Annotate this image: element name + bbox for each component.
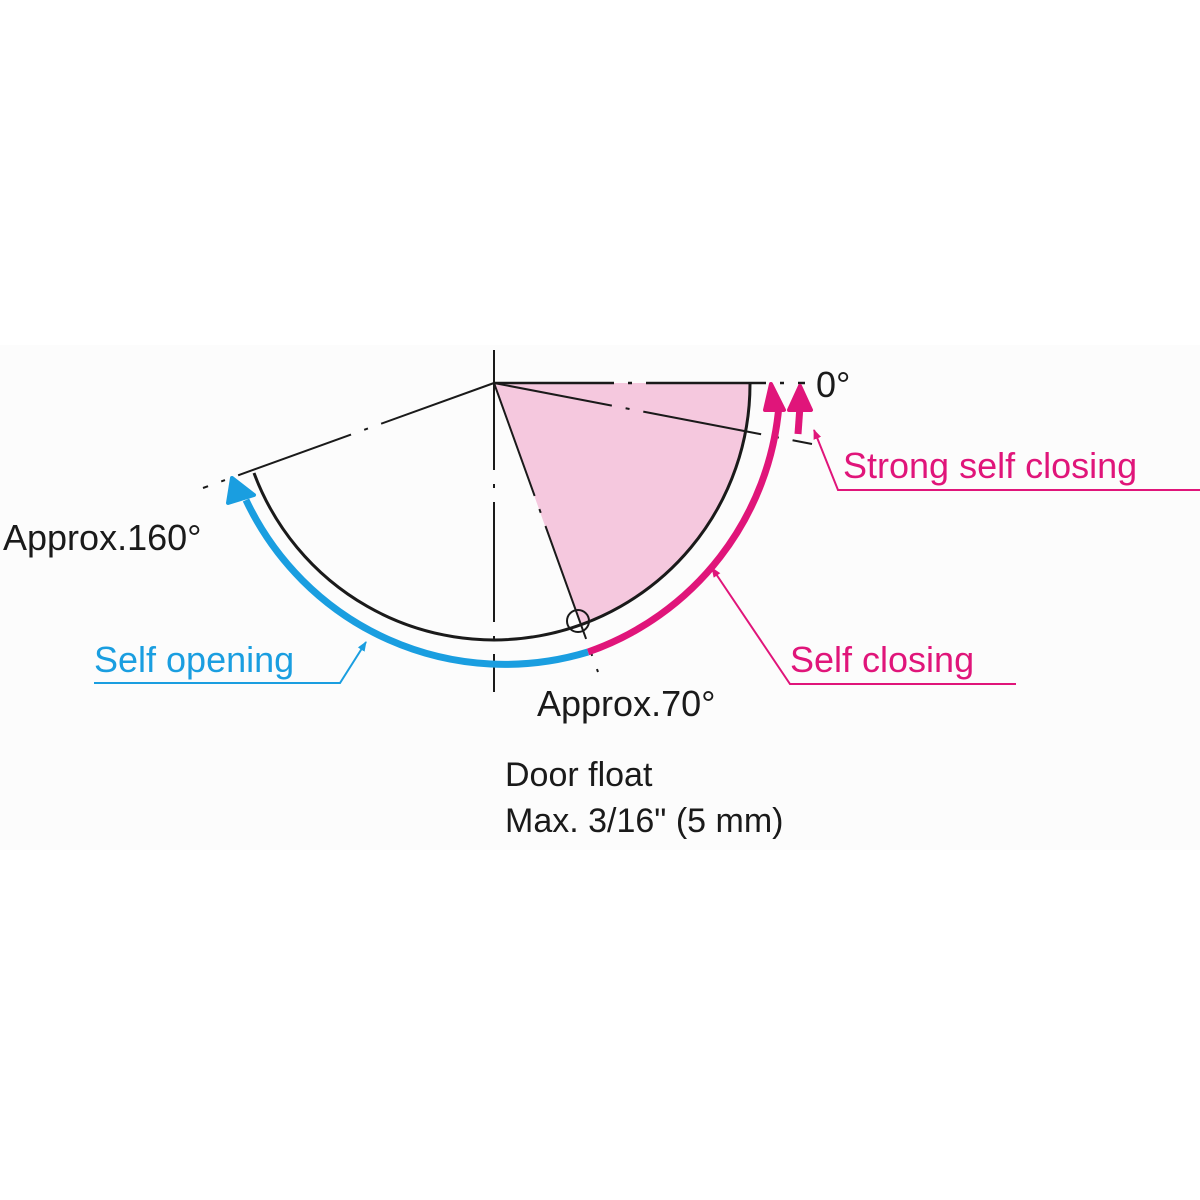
self-opening-leader xyxy=(94,641,367,684)
zero-angle-label: 0° xyxy=(816,364,850,405)
self-opening-label: Self opening xyxy=(94,639,294,680)
strong-closing-arrowhead xyxy=(787,384,813,412)
self-closing-leader xyxy=(711,567,1016,685)
self-opening-arrowhead xyxy=(226,476,256,505)
float-point-marker xyxy=(566,609,590,633)
open-angle-label: Approx.160° xyxy=(3,517,202,558)
strong-closing-leader xyxy=(813,429,1200,491)
door-swing-arc xyxy=(252,382,752,642)
self-closing-arrowhead xyxy=(763,382,786,412)
self-closing-zone xyxy=(494,383,750,624)
strong-self-closing-label: Strong self closing xyxy=(843,445,1137,486)
self-closing-label: Self closing xyxy=(790,639,974,680)
self-closing-arc xyxy=(586,404,783,656)
door-float-line1: Door float xyxy=(505,756,653,794)
self-opening-arc xyxy=(242,498,590,668)
door-float-line2: Max. 3/16" (5 mm) xyxy=(505,802,783,840)
open-160-line xyxy=(202,382,495,489)
strong-closing-line xyxy=(493,382,813,445)
float-angle-label: Approx.70° xyxy=(537,683,716,724)
